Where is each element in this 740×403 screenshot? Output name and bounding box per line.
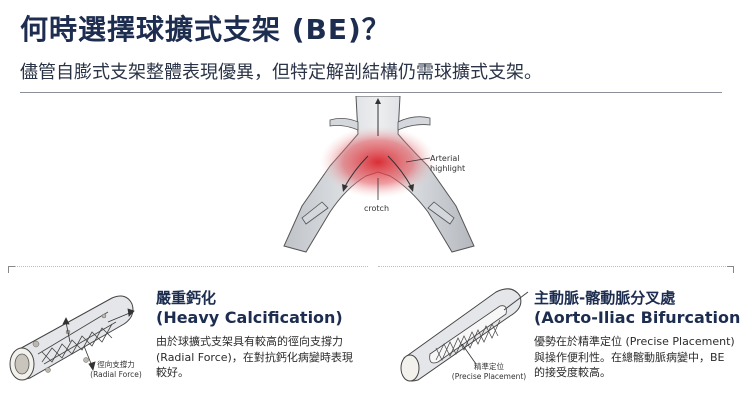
- header-divider: [20, 92, 722, 93]
- card-right-corner: [727, 266, 734, 273]
- card-bifurcation-title-zh: 主動脈-髂動脈分叉處: [534, 289, 676, 307]
- card-right-border: [378, 266, 734, 267]
- page-title: 何時選擇球擴式支架 (BE)？: [20, 13, 391, 46]
- bifurcation-illustration: [283, 96, 475, 253]
- page-subtitle: 儘管自膨式支架整體表現優異，但特定解剖結構仍需球擴式支架。: [20, 62, 542, 83]
- calcification-illustration: [9, 295, 135, 381]
- card-calcification-title-zh: 嚴重鈣化: [156, 289, 217, 307]
- card-left-border: [8, 266, 368, 267]
- card-bifurcation-title-en: (Aorto-Iliac Bifurcation): [534, 308, 740, 327]
- card-bifurcation-desc: 優勢在於精準定位 (Precise Placement) 與操作便利性。在總髂動…: [534, 335, 735, 379]
- bifurcation-stent-illustration: [400, 288, 529, 382]
- card-calcification-title-en: (Heavy Calcification): [156, 308, 343, 327]
- crotch-callout: crotch: [364, 204, 390, 213]
- precise-placement-label: 精準定位 (Precise Placement): [451, 362, 527, 381]
- arterial-callout: Arterial highlight: [430, 154, 466, 173]
- card-left-corner: [8, 266, 15, 273]
- radial-force-label: 徑向支撐力 (Radial Force): [90, 360, 142, 379]
- card-calcification-desc: 由於球擴式支架具有較高的徑向支撐力 (Radial Force)，在對抗鈣化病變…: [156, 335, 353, 379]
